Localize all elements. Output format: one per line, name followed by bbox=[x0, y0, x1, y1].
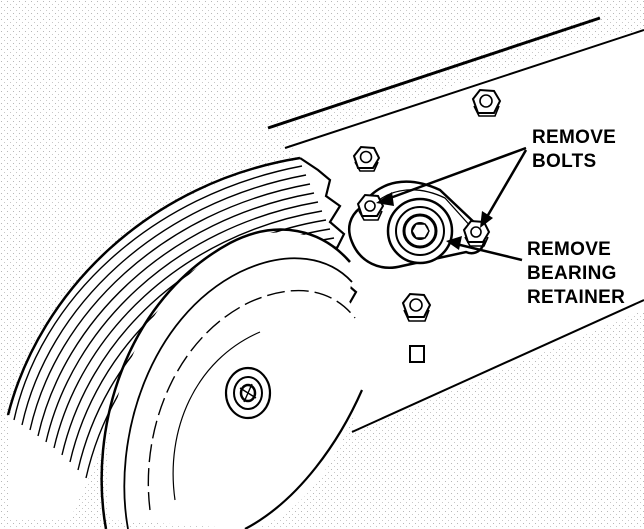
remove-bearing-retainer-line3: RETAINER bbox=[527, 287, 626, 308]
belt-outer-edge bbox=[6, 156, 301, 416]
arrow-to-bolt-right bbox=[480, 149, 528, 228]
arrow-to-bolt-left bbox=[376, 146, 527, 206]
remove-bearing-retainer-line2: BEARING bbox=[527, 263, 617, 284]
retainer-bolt-left bbox=[356, 193, 385, 221]
plate-top-edge bbox=[267, 16, 601, 130]
plate-bolt-lower bbox=[401, 292, 432, 322]
arrow-to-bearing-retainer bbox=[446, 236, 523, 262]
remove-bearing-retainer-callout: REMOVE BEARING RETAINER bbox=[527, 238, 625, 310]
plate-bottom-edge bbox=[351, 299, 644, 433]
remove-bolts-line1: REMOVE bbox=[532, 127, 617, 148]
plate-square-hole bbox=[409, 345, 425, 363]
remove-bolts-line2: BOLTS bbox=[532, 151, 597, 172]
remove-bolts-callout: REMOVE BOLTS bbox=[532, 126, 616, 174]
remove-bearing-retainer-line1: REMOVE bbox=[527, 239, 612, 260]
pulley-wheel bbox=[100, 228, 371, 529]
plate-bolt-upper bbox=[352, 145, 381, 172]
plate-bolt-top bbox=[471, 88, 502, 117]
plate-second-edge bbox=[284, 29, 644, 149]
retainer-bolt-right bbox=[462, 219, 491, 247]
